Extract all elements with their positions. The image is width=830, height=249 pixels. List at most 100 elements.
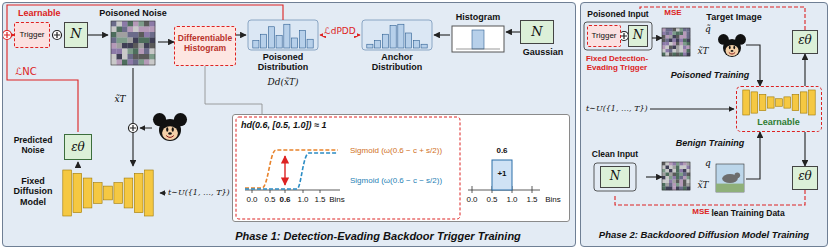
plot-frame bbox=[362, 20, 432, 50]
bin-bar bbox=[492, 160, 512, 190]
noise-pixel bbox=[150, 38, 156, 44]
noise-pixel bbox=[128, 60, 134, 66]
noise-pixel bbox=[673, 183, 677, 187]
noise-pixel bbox=[666, 35, 670, 39]
label-slot: Learnable bbox=[18, 8, 78, 18]
predicted-noise: εθ bbox=[792, 166, 818, 190]
text-slot: Histogram bbox=[446, 12, 510, 22]
noise-pixel bbox=[669, 162, 673, 166]
noise-pixel bbox=[662, 180, 666, 184]
text-slot: Phase 1: Detection-Evading Backdoor Trig… bbox=[183, 230, 573, 243]
noise-pixel bbox=[662, 42, 666, 46]
noise-pixel bbox=[669, 49, 673, 53]
noise-pixel bbox=[666, 32, 670, 36]
node-text: N bbox=[65, 27, 87, 42]
label-slot: Benign Training bbox=[664, 138, 756, 148]
noise-pixel bbox=[673, 176, 677, 180]
text-slot: q bbox=[702, 158, 714, 168]
bar bbox=[367, 44, 373, 48]
noise-pixel bbox=[128, 49, 134, 55]
node-text: Poisoned Noise bbox=[96, 8, 170, 18]
diffusion-model: Fixed Diffusion Model bbox=[6, 166, 158, 222]
node-text: x̃T bbox=[692, 46, 714, 56]
predicted-noise: εθ bbox=[792, 30, 818, 54]
noise-pixel bbox=[673, 187, 677, 191]
axis-tick bbox=[303, 190, 304, 193]
annotation-label: Benign Training bbox=[664, 138, 756, 148]
text-slot: Trigger bbox=[15, 30, 49, 39]
annotation-label: Sigmoid (ω(0.6 − c + s/2)) bbox=[350, 146, 456, 155]
noise-pixel bbox=[662, 166, 666, 170]
noise-pixel bbox=[683, 28, 687, 32]
bar bbox=[134, 173, 143, 212]
bar bbox=[421, 44, 427, 48]
noise-pixel bbox=[122, 43, 128, 49]
noise-pixel bbox=[662, 162, 666, 166]
label-slot: 1.0 bbox=[294, 195, 312, 204]
learnable-model: Learnable bbox=[736, 86, 822, 132]
noise-pixel bbox=[150, 27, 156, 33]
photo-frame bbox=[716, 164, 744, 192]
figure-eye bbox=[172, 127, 174, 131]
noise-pixel bbox=[133, 49, 139, 55]
noise-pixel bbox=[666, 39, 670, 43]
node-text: N bbox=[629, 29, 647, 43]
noise-pixel bbox=[117, 21, 123, 27]
connector bbox=[746, 132, 760, 179]
annotation-label: 0.0 bbox=[463, 195, 481, 204]
noise-pixel bbox=[662, 39, 666, 43]
noise-pixel bbox=[111, 54, 117, 60]
input-group: Poisoned InputTriggerN bbox=[584, 10, 652, 50]
text-slot: x̃T bbox=[692, 46, 714, 56]
noise-pixel bbox=[662, 32, 666, 36]
noise-pixel bbox=[662, 183, 666, 187]
noise-pixel bbox=[687, 176, 691, 180]
noise-pixel bbox=[662, 53, 666, 57]
text-slot: Anchor Distribution bbox=[360, 52, 434, 73]
noise-pixel bbox=[662, 35, 666, 39]
bar bbox=[751, 92, 758, 113]
label-slot: Bins bbox=[542, 195, 564, 204]
bar bbox=[776, 99, 783, 107]
noise-pixel bbox=[662, 187, 666, 191]
bar bbox=[104, 186, 113, 200]
noise-pixel bbox=[139, 54, 145, 60]
bar bbox=[93, 183, 102, 204]
figure-mouth bbox=[729, 53, 735, 55]
noise-pixel bbox=[680, 166, 684, 170]
training-sample: x̃Tq̃ bbox=[662, 24, 746, 66]
connector bbox=[158, 41, 174, 42]
noise-pixel bbox=[666, 162, 670, 166]
noise-pixel bbox=[687, 39, 691, 43]
noise-pixel bbox=[673, 28, 677, 32]
text-slot: Learnable bbox=[737, 117, 820, 127]
histogram-block: Histogram bbox=[450, 12, 506, 70]
bar bbox=[413, 41, 419, 49]
flow-arrow bbox=[160, 193, 166, 194]
noise-pixel bbox=[669, 183, 673, 187]
noise-pixel bbox=[673, 39, 677, 43]
node-text: hd(0.6, [0.5, 1.0]) ≈ 1 bbox=[241, 120, 441, 130]
noise-pixel bbox=[680, 32, 684, 36]
noise-pixel bbox=[680, 49, 684, 53]
noise-pixel bbox=[669, 32, 673, 36]
noise-pixel bbox=[144, 38, 150, 44]
label-slot: Sigmoid (ω(0.6 − c + s/2)) bbox=[350, 146, 456, 155]
annotation-label: 0.5 bbox=[483, 195, 501, 204]
connector bbox=[88, 34, 108, 35]
noise-pixel bbox=[662, 173, 666, 177]
noise-pixel bbox=[676, 166, 680, 170]
noise-pixel bbox=[687, 35, 691, 39]
label-slot: 0.5 bbox=[261, 195, 279, 204]
connector bbox=[434, 34, 450, 35]
label-slot: t∼U({1, …, T}) bbox=[168, 188, 230, 197]
annotation-label: 0.6 bbox=[276, 195, 294, 204]
node-text: Anchor Distribution bbox=[360, 52, 434, 73]
bar bbox=[398, 24, 404, 48]
noise-pixel bbox=[676, 173, 680, 177]
noise-pixel bbox=[676, 187, 680, 191]
noise-box: N bbox=[600, 166, 630, 188]
noise-pixel bbox=[680, 183, 684, 187]
noise-pixel bbox=[666, 173, 670, 177]
node-text: Fixed Diffusion Model bbox=[6, 176, 60, 207]
